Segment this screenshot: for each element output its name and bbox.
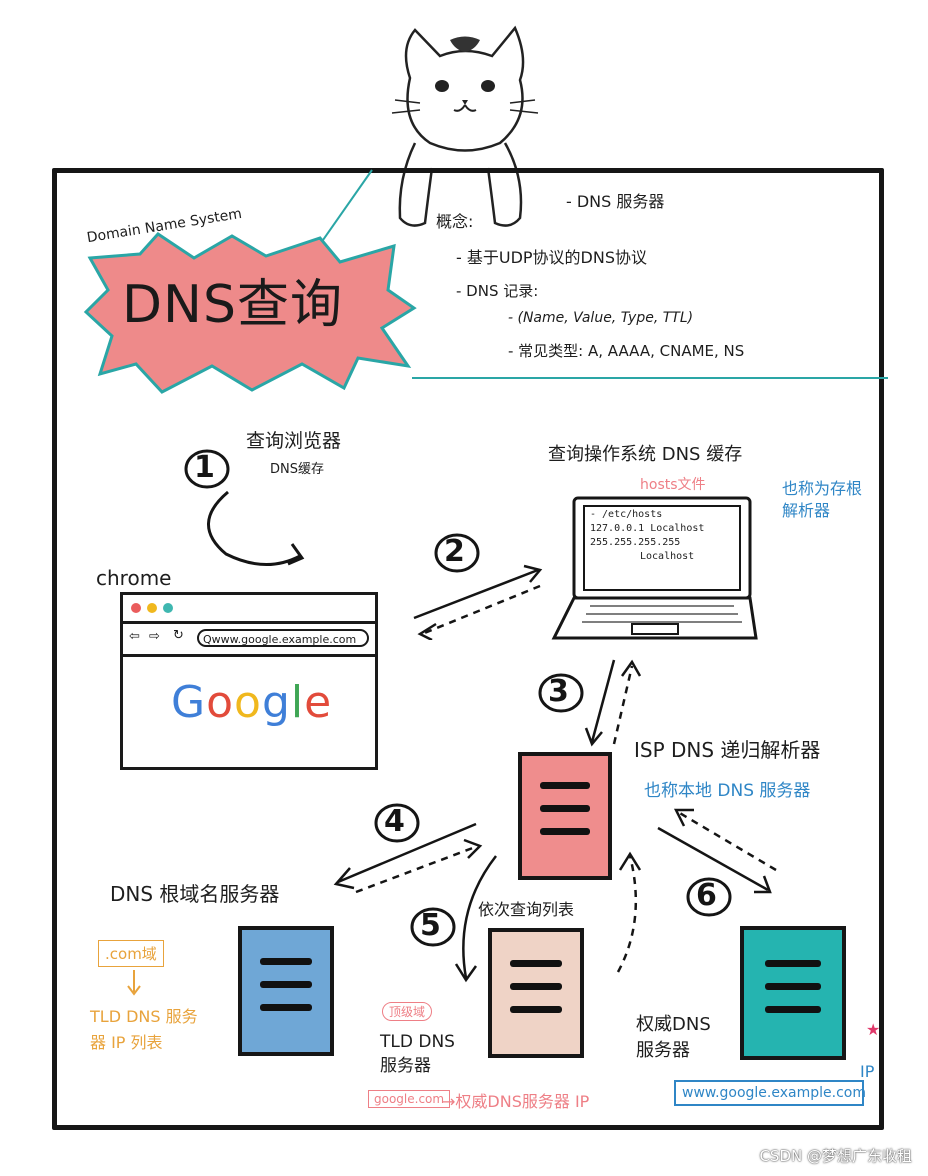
step-1-sub: DNS缓存: [270, 462, 324, 477]
logo-letter: o: [234, 677, 262, 728]
title-starburst: [83, 232, 417, 394]
step-2-badge: 2: [444, 534, 465, 569]
browser-nav: ⇦ ⇨ ↻ Qwww.google.example.com: [123, 624, 375, 657]
server-line: [510, 983, 562, 990]
com-domain-box: .com域: [98, 940, 164, 967]
step-1-title: 查询浏览器: [246, 430, 342, 452]
hosts-line: 255.255.255.255: [590, 537, 681, 548]
step-3-arrows: [584, 659, 642, 747]
stub-resolver-note: 也称为存根 解析器: [782, 479, 863, 520]
diagram-frame: [52, 168, 884, 1130]
root-server-title: DNS 根域名服务器: [110, 882, 280, 906]
google-logo: Google: [171, 677, 332, 728]
concept-point-fields: - (Name, Value, Type, TTL): [508, 310, 694, 326]
step-1-badge: 1: [194, 450, 215, 485]
hosts-line: Localhost: [640, 551, 695, 562]
browser-window: ⇦ ⇨ ↻ Qwww.google.example.com Google: [120, 592, 378, 770]
cat-illustration: [391, 25, 539, 227]
minimize-dot[interactable]: [147, 603, 157, 613]
step-4-badge: 4: [384, 804, 405, 839]
forward-icon[interactable]: ⇨: [149, 629, 160, 644]
hosts-line: - /etc/hosts: [590, 509, 663, 520]
server-line: [764, 1006, 822, 1013]
back-icon[interactable]: ⇦: [129, 629, 140, 644]
concept-point-udp: - 基于UDP协议的DNS协议: [456, 248, 647, 267]
browser-label: chrome: [96, 566, 172, 590]
logo-letter: e: [304, 677, 333, 728]
server-line: [260, 981, 312, 988]
concept-item: - DNS 服务器: [566, 192, 665, 211]
server-line: [260, 1004, 312, 1011]
logo-letter: l: [290, 677, 305, 728]
maximize-dot[interactable]: [163, 603, 173, 613]
ip-label: IP: [860, 1062, 875, 1081]
page-title: DNS查询: [122, 275, 343, 335]
concept-point-types: - 常见类型: A, AAAA, CNAME, NS: [508, 342, 745, 360]
server-line: [764, 983, 822, 990]
step-1-circle: [184, 449, 230, 489]
watermark: CSDN @梦想广东收租: [759, 1147, 912, 1165]
recursive-resolver-server: [518, 752, 612, 880]
server-line: [540, 828, 590, 835]
auth-server-label: 权威DNS 服务器: [636, 1014, 711, 1061]
tld-dns-server: [488, 928, 584, 1058]
authoritative-dns-server: [740, 926, 846, 1060]
auth-ip-note: →权威DNS服务器 IP: [442, 1092, 590, 1111]
step-5-title: 依次查询列表: [478, 900, 575, 919]
step-4-arrows: [333, 822, 483, 894]
star-icon: ★: [866, 1020, 881, 1039]
google-com-pill: google.com: [368, 1090, 451, 1108]
logo-letter: o: [206, 677, 235, 728]
step-3-circle: [538, 673, 584, 713]
close-dot[interactable]: [131, 603, 141, 613]
step-2-title: 查询操作系统 DNS 缓存: [548, 444, 743, 465]
logo-letter: G: [171, 677, 207, 728]
com-arrow: [127, 970, 141, 996]
step-6-arrows: [657, 808, 777, 894]
root-dns-server: [238, 926, 334, 1056]
server-line: [260, 958, 312, 965]
step-3-badge: 3: [548, 674, 569, 709]
auth-domain-box: www.google.example.com: [674, 1080, 866, 1106]
step-4-circle: [374, 803, 420, 843]
laptop-icon: [551, 496, 758, 640]
server-line: [540, 782, 590, 789]
hosts-note: hosts文件: [640, 477, 706, 493]
local-dns-note: 也称本地 DNS 服务器: [644, 781, 811, 801]
tld-tag: 顶级域: [382, 1002, 433, 1021]
concept-point-records: - DNS 记录:: [456, 282, 539, 300]
step-6-badge: 6: [696, 878, 717, 913]
logo-letter: g: [261, 677, 291, 728]
tld-server-label: TLD DNS 服务器: [380, 1032, 455, 1076]
hosts-line: 127.0.0.1 Localhost: [590, 523, 705, 534]
step-3-title: ISP DNS 递归解析器: [634, 738, 821, 762]
step-1-loop-arrow: [207, 490, 305, 566]
server-line: [764, 960, 822, 967]
server-line: [510, 1006, 562, 1013]
step-5-arrows: [454, 851, 642, 983]
step-5-badge: 5: [420, 908, 441, 943]
address-bar[interactable]: Qwww.google.example.com: [197, 629, 369, 647]
step-5-circle: [410, 907, 456, 947]
concept-label: 概念:: [436, 212, 474, 231]
server-line: [540, 805, 590, 812]
server-line: [510, 960, 562, 967]
step-2-arrows: [413, 564, 543, 640]
step-2-circle: [434, 533, 480, 573]
tld-ip-list-note: TLD DNS 服务 器 IP 列表: [90, 1007, 198, 1052]
hosts-file-content: - /etc/hosts 127.0.0.1 Localhost 255.255…: [590, 508, 740, 594]
step-6-circle: [686, 877, 732, 917]
reload-icon[interactable]: ↻: [173, 628, 184, 643]
browser-titlebar: [123, 595, 375, 624]
